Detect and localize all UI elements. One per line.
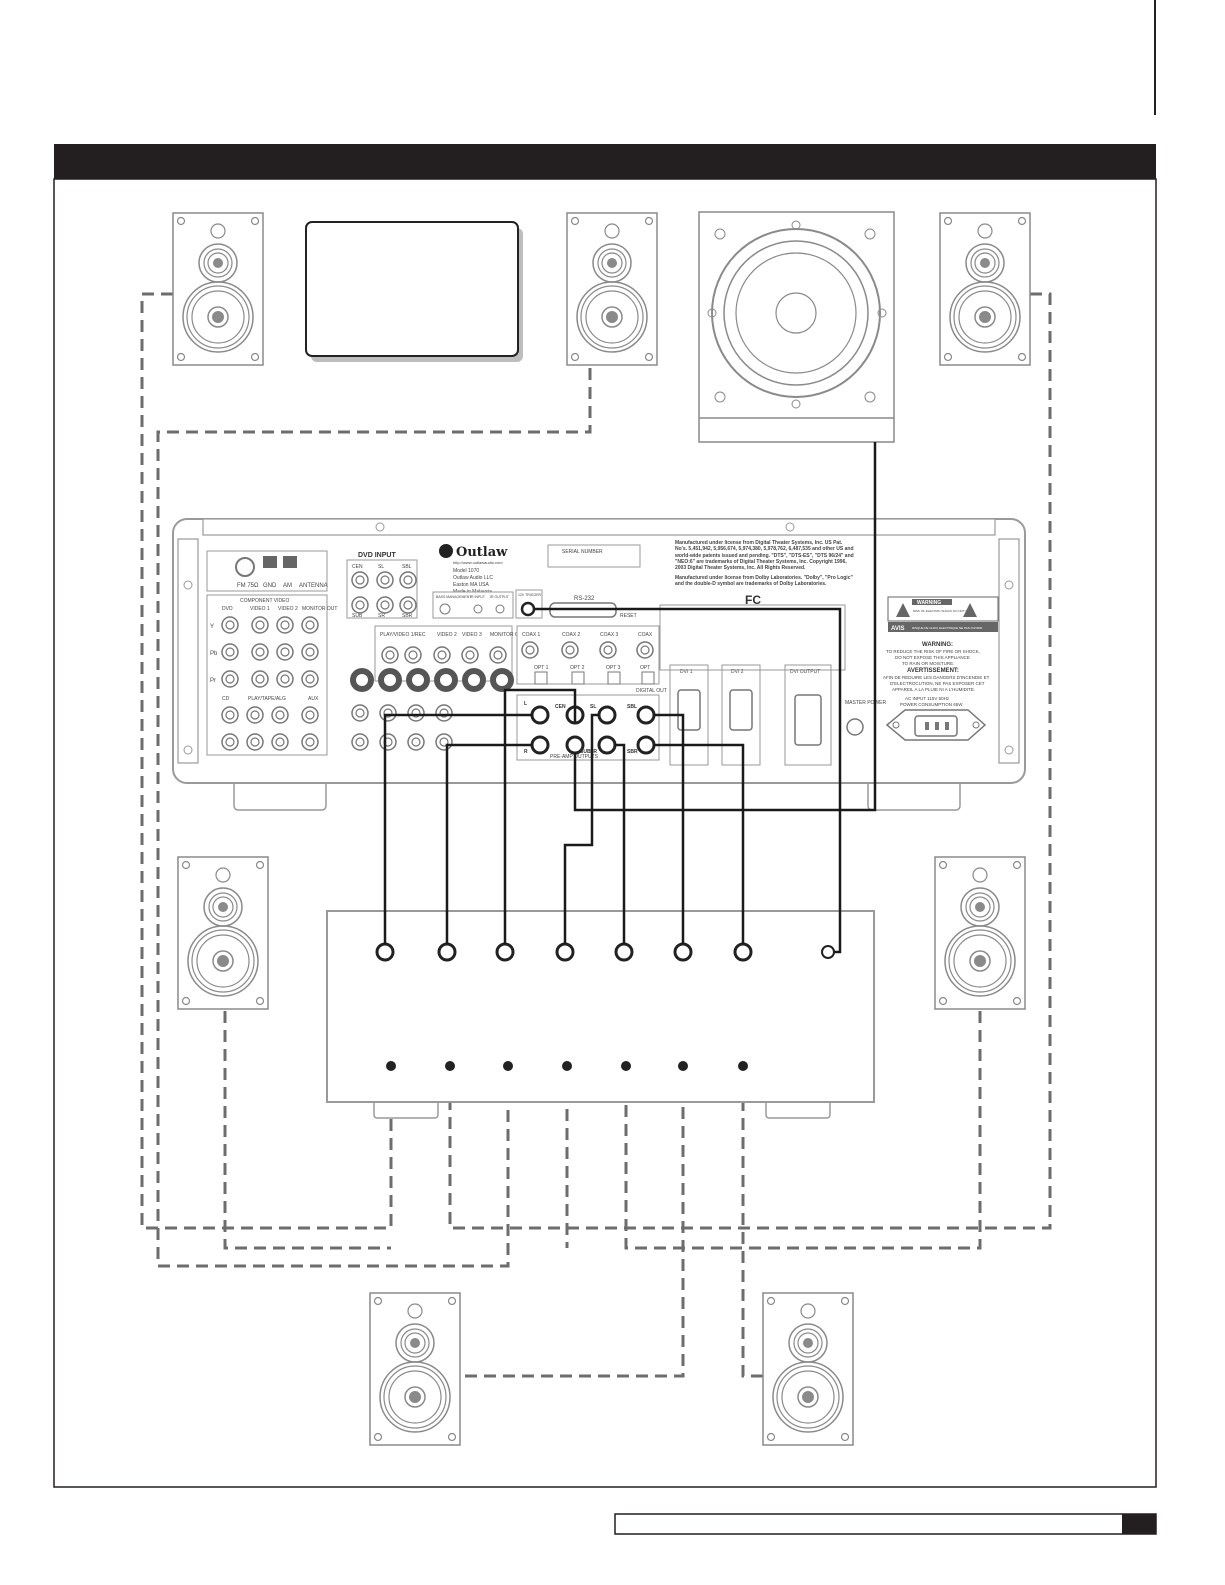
video-col-monitor: MONITOR OUT xyxy=(490,632,525,638)
power-amplifier xyxy=(326,910,875,1119)
warning-sub: RISK OF ELECTRIC SHOCK DO NOT OPEN xyxy=(913,609,974,613)
antenna-gnd-label: GND xyxy=(263,583,277,589)
antenna-am-label: AM xyxy=(283,583,292,589)
digital-out-label: DIGITAL OUT xyxy=(636,688,667,694)
center-speaker xyxy=(566,212,658,366)
dvi-2-label: DVI 2 xyxy=(731,669,744,675)
video-col-v2: VIDEO 2 xyxy=(437,632,457,638)
power-line-1: AC INPUT 115V 60Hz xyxy=(905,696,950,701)
model-line-3: Easton MA USA xyxy=(453,582,490,588)
comp-col-video1: VIDEO 1 xyxy=(250,606,270,612)
comp-col-dvd: DVD xyxy=(222,606,233,612)
preout-l: L xyxy=(524,701,527,707)
subwoofer xyxy=(698,211,895,443)
coax-2-label: COAX 2 xyxy=(562,632,581,638)
comp-row-y: Y xyxy=(210,624,214,630)
comp-col-video2: VIDEO 2 xyxy=(278,606,298,612)
opt-1-label: OPT 1 xyxy=(534,665,549,671)
preout-sbl: SBL xyxy=(627,704,637,710)
footer-page-tab xyxy=(1122,1514,1156,1534)
comp-row-pr: Pr xyxy=(210,678,216,684)
rs232-label: RS-232 xyxy=(574,596,595,602)
dvd-input-label: DVD INPUT xyxy=(358,552,396,559)
model-line-1: Model 1070 xyxy=(453,568,479,574)
receiver-rear-panel: FM 75Ω GND AM ANTENNA COMPONENT VIDEO DV… xyxy=(172,518,1026,811)
avert-line-1: AFIN DE REDUIRE LES DANGERS D'INCENDIE E… xyxy=(883,675,990,680)
surround-left-speaker xyxy=(177,856,269,1010)
preout-cen: CEN xyxy=(555,704,566,710)
opt-out-label: OPT xyxy=(640,665,650,671)
ir-label-bass: BASS MANAGEMENT xyxy=(436,595,472,599)
dvd-jack-sr: SR xyxy=(378,613,385,619)
dvd-jack-sbl: SBL xyxy=(402,564,412,570)
front-right-speaker xyxy=(939,212,1031,366)
brand-url: http://www.outlawaudio.com xyxy=(453,560,503,565)
opt-3-label: OPT 3 xyxy=(606,665,621,671)
avert-line-3: APPAREIL A LA PLUIE NI A L'HUMIDITE. xyxy=(892,687,975,692)
warning2-line-1: TO REDUCE THE RISK OF FIRE OR SHOCK, xyxy=(886,649,980,654)
coax-1-label: COAX 1 xyxy=(522,632,541,638)
speaker-wires xyxy=(140,292,1052,1378)
audio-col-tape: PLAY/TAPE/ALG xyxy=(248,696,286,702)
surround-back-right-speaker xyxy=(762,1292,854,1446)
serial-number-label: SERIAL NUMBER xyxy=(562,549,603,555)
surround-back-left-speaker xyxy=(369,1292,461,1446)
audio-col-aux: AUX xyxy=(308,696,319,702)
trigger-label: 12V TRIGGER xyxy=(518,593,542,597)
brand-logo: Outlaw xyxy=(456,545,508,560)
antenna-label: ANTENNA xyxy=(299,583,328,589)
avert-line-2: D'ELECTROCUTION, NE PAS EXPOSER CET xyxy=(890,681,985,686)
component-video-label: COMPONENT VIDEO xyxy=(240,598,289,604)
television xyxy=(305,221,523,362)
avert-title: AVERTISSEMENT: xyxy=(907,668,959,674)
audio-col-cd: CD xyxy=(222,696,230,702)
warning2-line-2: DO NOT EXPOSE THIS APPLIANCE xyxy=(895,655,970,660)
dolby-license-text: Manufactured under license from Dolby La… xyxy=(675,575,853,588)
header-bar xyxy=(54,144,1156,179)
dvd-jack-cen: CEN xyxy=(352,564,363,570)
surround-right-speaker xyxy=(934,856,1026,1010)
warning2-title: WARNING: xyxy=(922,642,953,648)
coax-out-label: COAX xyxy=(638,632,653,638)
dvd-jack-sbr: SBR xyxy=(402,613,413,619)
opt-2-label: OPT 2 xyxy=(570,665,585,671)
ir-label-input: IR INPUT xyxy=(470,595,486,599)
model-line-2: Outlaw Audio LLC xyxy=(453,575,493,581)
interconnect-cables xyxy=(383,442,877,954)
dvd-jack-sub: SUB xyxy=(352,613,363,619)
antenna-fm-label: FM 75Ω xyxy=(237,583,259,589)
reset-label: RESET xyxy=(620,613,637,619)
coax-3-label: COAX 3 xyxy=(600,632,619,638)
footer-bar xyxy=(614,1513,1157,1535)
front-left-speaker xyxy=(172,212,264,366)
dvi-output-label: DVI OUTPUT xyxy=(790,669,820,675)
comp-col-monitor: MONITOR OUT xyxy=(302,606,337,612)
warning2-line-3: TO RAIN OR MOISTURE. xyxy=(902,661,954,666)
avis-label: AVIS xyxy=(891,626,905,632)
warning-label: WARNING xyxy=(917,600,941,606)
preout-sub: SUB xyxy=(580,749,591,755)
preout-sr: SR xyxy=(590,749,597,755)
ir-label-output: IR OUTPUT xyxy=(490,595,510,599)
video-col-play: PLAY/VIDEO 1/REC xyxy=(380,632,426,638)
avis-sub: RISQUE DE CHOC ELECTRIQUE NE PAS OUVRIR xyxy=(912,626,983,630)
dts-license-text: Manufactured under license from Digital … xyxy=(675,540,854,572)
dvd-jack-sl: SL xyxy=(378,564,384,570)
preout-sl: SL xyxy=(590,704,596,710)
fcc-logo: FC xyxy=(745,593,761,607)
master-power-label: MASTER POWER xyxy=(845,700,887,706)
power-line-2: POWER CONSUMPTION 65W xyxy=(900,702,963,707)
preout-sbr: SBR xyxy=(627,749,638,755)
comp-row-pb: Pb xyxy=(210,651,218,657)
preout-r: R xyxy=(524,749,528,755)
dvi-1-label: DVI 1 xyxy=(680,669,693,675)
video-col-v3: VIDEO 3 xyxy=(462,632,482,638)
diagram-frame xyxy=(53,178,1157,1488)
